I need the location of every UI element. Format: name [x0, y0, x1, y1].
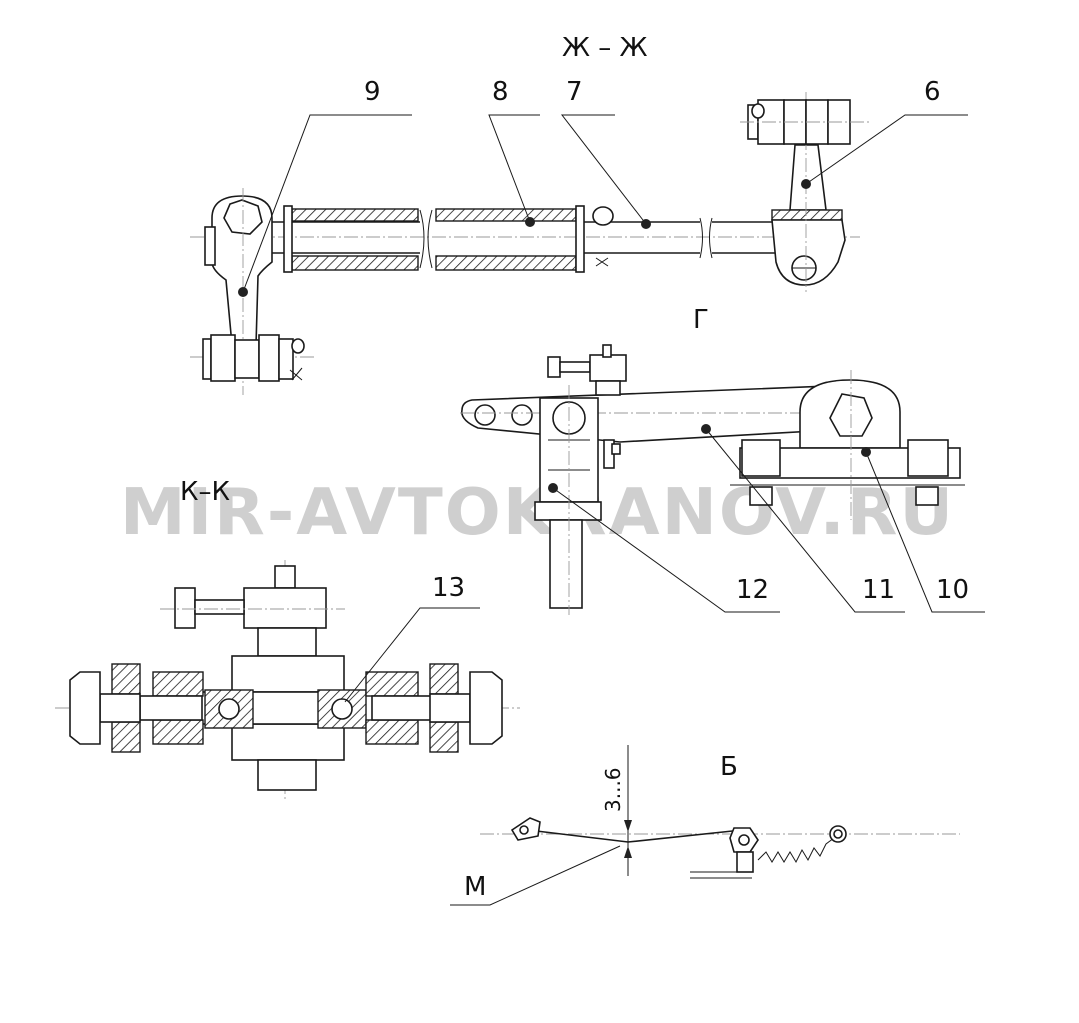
view-zh-zh [190, 92, 968, 395]
callout-6: 6 [924, 77, 941, 107]
callout-13: 13 [432, 573, 465, 603]
dimension-label: 3...6 [601, 767, 625, 812]
callout-10: 10 [936, 575, 969, 605]
callout-9: 9 [364, 77, 381, 107]
view-b: 3...6 [450, 745, 960, 906]
callout-7: 7 [566, 77, 583, 107]
callout-12: 12 [736, 575, 769, 605]
view-g [460, 344, 985, 615]
callout-m: М [464, 872, 486, 902]
callout-11: 11 [862, 575, 895, 605]
view-k-k [55, 560, 520, 800]
callout-8: 8 [492, 77, 509, 107]
view-label-b: Б [720, 752, 738, 782]
view-label-g: Г [693, 305, 709, 335]
view-label-k: К–К [180, 477, 230, 507]
view-label-zh: Ж – Ж [562, 33, 648, 63]
